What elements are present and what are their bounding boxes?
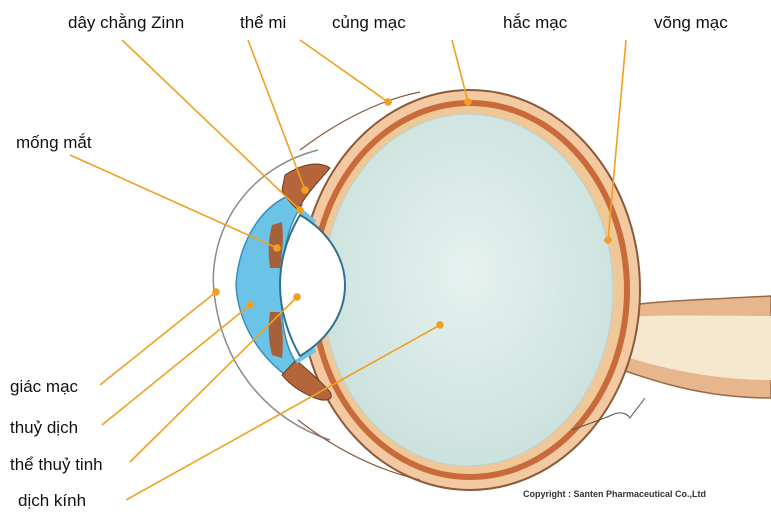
pointer-sclera bbox=[300, 40, 388, 102]
label-vitreous: dịch kính bbox=[18, 492, 86, 509]
pointer-zonule bbox=[122, 40, 300, 210]
label-ciliary-body: thể mi bbox=[240, 14, 286, 31]
label-iris: mống mắt bbox=[16, 134, 92, 151]
label-zonule: dây chằng Zinn bbox=[68, 14, 184, 31]
pointer-cornea bbox=[100, 292, 216, 385]
label-sclera: củng mạc bbox=[332, 14, 406, 31]
label-choroid: hắc mạc bbox=[503, 14, 567, 31]
label-cornea: giác mạc bbox=[10, 378, 78, 395]
label-aqueous-humor: thuỷ dịch bbox=[10, 419, 78, 436]
pointer-iris bbox=[70, 155, 277, 248]
vitreous-body bbox=[323, 114, 613, 466]
copyright-text: Copyright : Santen Pharmaceutical Co.,Lt… bbox=[523, 490, 706, 499]
label-retina: võng mạc bbox=[654, 14, 728, 31]
label-lens: thể thuỷ tinh bbox=[10, 456, 103, 473]
pointer-lens bbox=[130, 297, 297, 462]
